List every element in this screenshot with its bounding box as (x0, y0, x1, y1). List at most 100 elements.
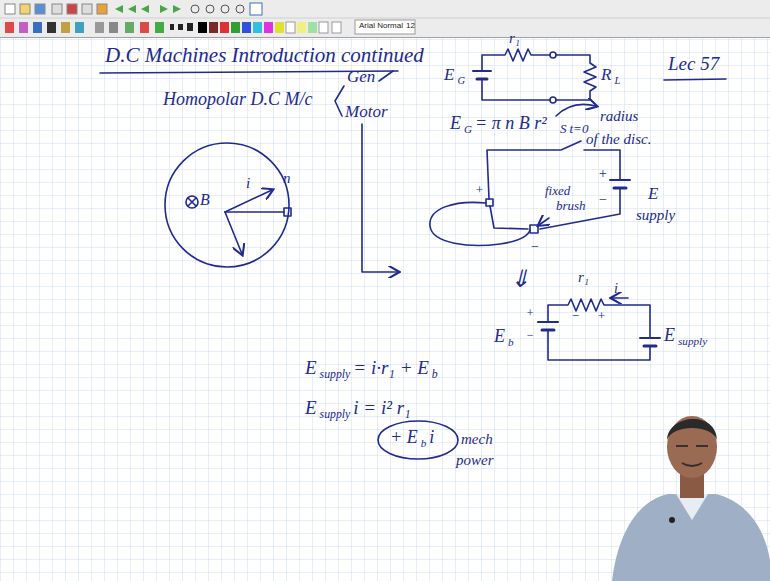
subscript: L (614, 75, 620, 86)
text-group: n (283, 170, 291, 187)
note: fixed (545, 183, 570, 198)
current-label: i (246, 175, 250, 191)
branch-label: Gen (347, 67, 375, 86)
polarity-sign: + (598, 166, 607, 181)
equation: i (429, 427, 434, 447)
callout-arrow (556, 104, 596, 116)
text-group: Esupplyi = i² r₁ (305, 398, 411, 422)
subscript: b (508, 336, 514, 348)
text-group: EG (444, 66, 465, 86)
text-group: Esupply= i·r₁ + Eb (305, 358, 438, 382)
text-group: Esupply (664, 326, 707, 347)
generator-circuit (473, 49, 596, 103)
current-label: i (614, 281, 618, 296)
branch-lines (335, 86, 344, 116)
title-line: D.C Machines Introduction continued (105, 44, 424, 67)
text-group: Eb (494, 327, 514, 348)
polarity-sign: + (526, 306, 534, 320)
text-group: E (648, 185, 658, 204)
text-group: + (475, 183, 484, 197)
speed-label: n (283, 170, 291, 186)
text-group: ⇓ (510, 266, 530, 292)
polarity-sign: − (598, 192, 607, 207)
text-group: brush (556, 199, 586, 213)
disc-figure (165, 143, 291, 267)
text-group: fixed (545, 184, 570, 198)
equation: + E (390, 427, 418, 447)
equation: E (305, 357, 317, 378)
text-group: + (598, 166, 607, 181)
lecturer-video (612, 416, 770, 581)
font-name: Arial Normal (359, 21, 403, 30)
text-group: i (614, 281, 618, 296)
source-label: E (664, 325, 675, 345)
text-group: Arial Normal12 (359, 22, 415, 31)
resistor-label: r₁ (578, 269, 589, 285)
emf-label: E (494, 326, 505, 346)
polarity-sign: − (571, 308, 580, 323)
text-group: Gen (347, 68, 375, 87)
lec-underline (664, 79, 726, 80)
source-label: E (444, 65, 454, 84)
equation: = i·r₁ + E (353, 357, 429, 378)
source-label: E (648, 184, 658, 203)
note: power (456, 452, 494, 468)
text-group: Lec 57 (668, 54, 719, 75)
subscript: G (464, 123, 472, 135)
text-group: + (597, 309, 606, 323)
polarity-sign: + (475, 182, 484, 197)
gen-pointer (379, 71, 393, 81)
text-group: r₁ (578, 269, 589, 286)
switch-label: S (560, 121, 567, 136)
toolbar-icons (5, 3, 415, 34)
note: radius (600, 108, 638, 124)
text-group: + Ebi (390, 428, 434, 449)
equivalent-circuit (538, 298, 660, 360)
equation: E (450, 113, 461, 133)
text-group: r₁ (509, 30, 520, 47)
text-group: radius (600, 108, 638, 125)
equation: E (305, 397, 317, 418)
text-group: B (200, 191, 210, 209)
text-group: EG= π n B r² (450, 114, 547, 135)
polarity-sign: − (530, 239, 539, 254)
motor-pointer (362, 124, 398, 272)
text-group: supply (636, 207, 675, 224)
text-group: St=0 (560, 122, 588, 136)
text-group: + (526, 307, 534, 320)
subscript: G (457, 75, 465, 86)
text-group: of the disc. (586, 131, 651, 148)
text-group: Motor (345, 103, 388, 122)
subscript: b (421, 437, 427, 449)
branch-label: Motor (345, 102, 388, 121)
subscript: supply (678, 335, 707, 347)
text-group: − (530, 239, 539, 254)
text-group: power (456, 452, 494, 469)
equation: = π n B r² (475, 113, 547, 133)
note: of the disc. (586, 131, 651, 147)
note: brush (556, 198, 586, 213)
polarity-sign: + (597, 308, 606, 323)
text-group: − (526, 329, 534, 342)
text-group: − (598, 192, 607, 207)
text-group: Homopolar D.C M/c (163, 90, 313, 110)
switch-time: t=0 (570, 121, 589, 136)
field-label: B (200, 191, 210, 208)
down-arrow: ⇓ (510, 266, 530, 292)
subscript: supply (636, 207, 675, 223)
note: mech (461, 431, 493, 447)
load-label: R (601, 65, 611, 84)
motor-circuit (430, 141, 630, 245)
text-group: i (246, 175, 250, 192)
slide-title: D.C Machines Introduction continued (105, 43, 424, 67)
lecture-number: Lec 57 (668, 53, 719, 74)
text-group: mech (461, 431, 493, 448)
subscript: b (432, 368, 438, 381)
resistor-label: r₁ (509, 30, 520, 46)
toolbar (0, 0, 770, 38)
equation: i = i² r₁ (353, 397, 410, 418)
circle-mark (378, 421, 458, 459)
polarity-sign: − (526, 328, 534, 342)
text-group: RL (601, 66, 620, 86)
